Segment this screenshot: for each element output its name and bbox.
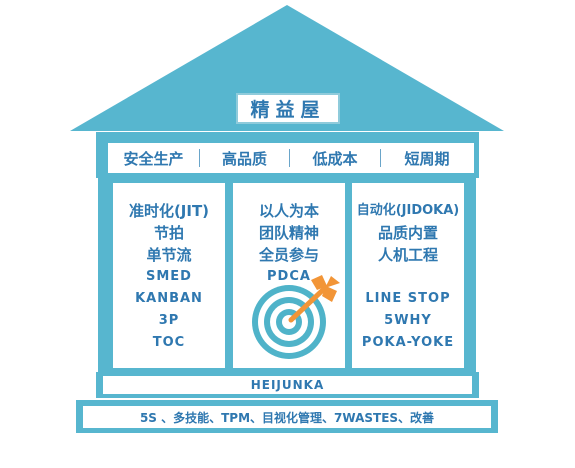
arrow-icon (288, 275, 340, 323)
goals-bar (108, 143, 474, 173)
pillar-right-line: 自动化(JIDOKA) (356, 203, 460, 218)
goal-leadtime: 短周期 (404, 149, 450, 168)
pillar-left-line: 节拍 (153, 224, 184, 242)
goal-safety: 安全生产 (123, 149, 184, 168)
pillar-right-line: POKA-YOKE (361, 335, 455, 350)
pillar-left-line: SMED (146, 269, 192, 284)
goal-divider (380, 149, 381, 167)
foundation-label: 5S 、多技能、TPM、目视化管理、7WASTES、改善 (139, 410, 435, 425)
pillar-right-text: 自动化(JIDOKA) 品质内置 人机工程 LINE STOP 5WHY POK… (352, 200, 464, 354)
roof-title-plaque (236, 93, 340, 124)
pillar-left (113, 183, 225, 368)
pillar-center-line: 团队精神 (258, 224, 319, 242)
pillar-left-line: 准时化(JIT) (128, 202, 210, 220)
heijunka-label: HEIJUNKA (250, 378, 325, 392)
goal-divider (199, 149, 200, 167)
goal-cost: 低成本 (312, 149, 358, 168)
pillar-left-line: KANBAN (135, 291, 203, 306)
pillar-left-line: TOC (152, 335, 186, 350)
pillar-right-line: LINE STOP (365, 291, 451, 306)
pillar-center-text: 以人为本 团队精神 全员参与 PDCA (233, 200, 345, 288)
roof (70, 5, 504, 131)
pillar-left-line: 3P (158, 313, 180, 328)
foundation-bar (83, 406, 491, 428)
goals-row: 安全生产 高品质 低成本 短周期 (108, 143, 474, 173)
goal-quality: 高品质 (221, 149, 267, 168)
pillar-center-line: 以人为本 (258, 202, 319, 220)
goal-divider (289, 149, 290, 167)
pillar-center-line: 全员参与 (258, 246, 319, 264)
pillar-left-text: 准时化(JIT) 节拍 单节流 SMED KANBAN 3P TOC (113, 200, 225, 354)
pillar-right-line: 品质内置 (377, 224, 438, 242)
pillar-center-line: PDCA (267, 269, 311, 284)
pillar-left-line: 单节流 (146, 246, 192, 264)
pillar-right (352, 183, 464, 368)
pillar-right-line: 5WHY (384, 313, 432, 328)
heijunka-band (103, 376, 472, 394)
roof-title: 精益屋 (250, 99, 326, 121)
pillar-right-line: 人机工程 (377, 246, 438, 264)
